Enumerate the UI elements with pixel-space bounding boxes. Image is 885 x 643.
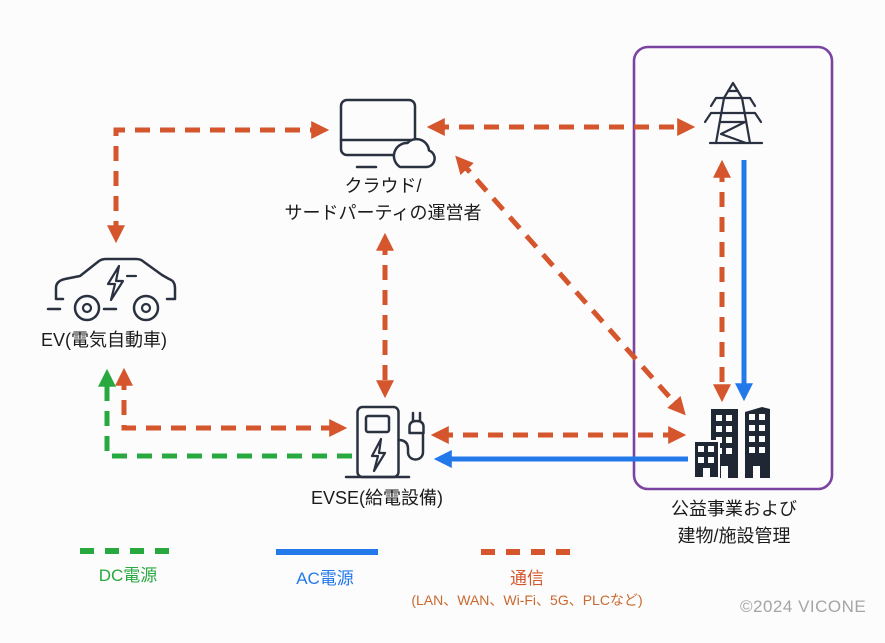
ev-label: EV(電気自動車) [41,330,167,350]
cloud-label-line1: クラウド/ [344,176,422,196]
copyright-text: ©2024 VICONE [740,597,867,616]
legend-ac-label: AC電源 [296,569,354,588]
cloud-label-line2: サードパーティの運営者 [284,203,482,223]
cloud-label: クラウド/ サードパーティの運営者 [253,173,513,227]
legend-dc-label: DC電源 [98,566,158,585]
evse-label: EVSE(給電設備) [310,488,443,508]
utility-label-line2: 建物/施設管理 [677,526,791,546]
ev-car-icon [46,257,177,322]
laptop-cloud-icon [339,98,436,169]
edge-cloud-utility-comm [455,155,686,416]
utility-label: 公益事業および 建物/施設管理 [634,496,834,550]
legend-comm-label: 通信 [510,569,544,588]
utility-label-line1: 公益事業および [671,499,797,519]
legend-comm-sublabel: (LAN、WAN、Wi-Fi、5G、PLCなど) [411,592,643,608]
edge-ev-evse-comm [115,367,348,437]
buildings-icon [693,407,770,479]
evse-charger-icon [344,405,425,479]
transmission-tower-icon [703,81,764,145]
edge-evse-ev-dc [98,368,352,459]
edge-ev-cloud-comm [107,121,330,244]
